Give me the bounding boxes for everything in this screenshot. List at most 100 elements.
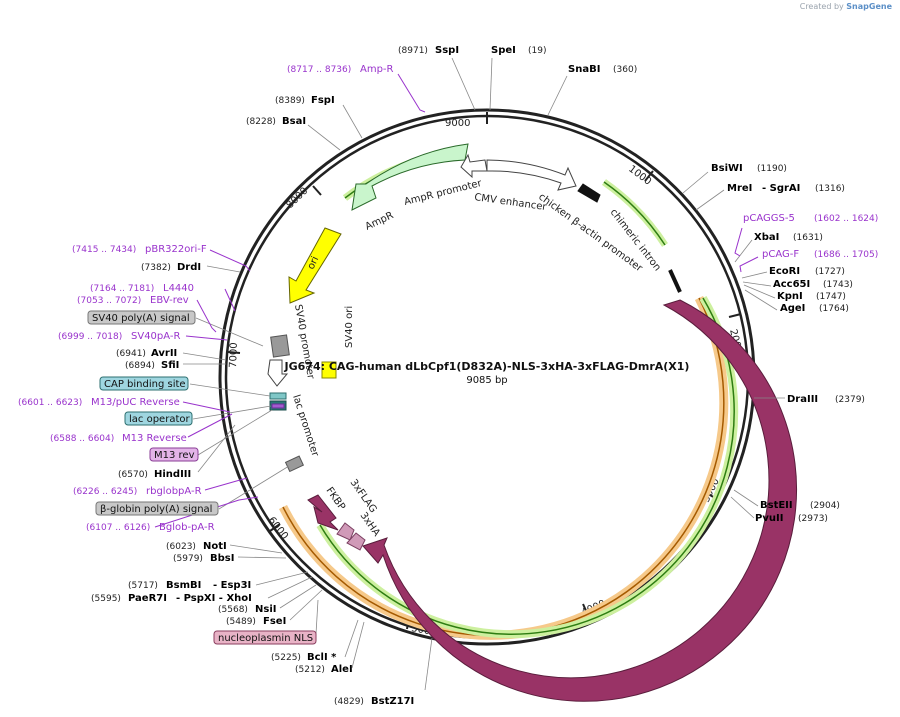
- enzyme-esp3i[interactable]: - Esp3I: [213, 580, 251, 591]
- primer-range-m13r: (6588 .. 6604): [50, 434, 114, 444]
- enzyme-sgrai[interactable]: - SgrAI: [762, 183, 800, 194]
- ori-arrow[interactable]: [288, 227, 342, 304]
- 3xha-arrow[interactable]: [346, 532, 366, 551]
- bglobin-polya-box[interactable]: [284, 455, 305, 473]
- orf-green-arc: [316, 295, 739, 639]
- primer-lines: [154, 73, 759, 528]
- primer-line-rbglob: [204, 477, 248, 491]
- enzyme-pvuii[interactable]: PvuII: [755, 513, 783, 524]
- leader-fspi: [342, 104, 363, 139]
- enzyme-agei[interactable]: AgeI: [780, 303, 805, 314]
- feature-label-3xflag: 3xFLAG: [348, 477, 379, 515]
- enzyme-noti[interactable]: NotI: [203, 541, 227, 552]
- enzyme-avrii[interactable]: AvrII: [151, 348, 177, 359]
- leader-bstz17i: [424, 637, 433, 691]
- primer-sv40pa[interactable]: SV40pA-R: [131, 331, 180, 342]
- primer-pcagf[interactable]: pCAG-F: [762, 249, 799, 260]
- enzyme-pos-paer7i: (5595): [91, 594, 121, 604]
- primer-rbglob[interactable]: rbglobpA-R: [146, 486, 202, 497]
- enzyme-bsmbi[interactable]: BsmBI: [166, 580, 201, 591]
- enzyme-pos-bsiwi: (1190): [757, 164, 787, 174]
- enzyme-mrei[interactable]: MreI: [727, 183, 752, 194]
- plasmid-name: JG674: CAG-human dLbCpf1(D832A)-NLS-3xHA…: [284, 360, 690, 373]
- enzyme-bbsi[interactable]: BbsI: [210, 553, 234, 564]
- enzyme-pos-mrei: (1316): [815, 184, 845, 194]
- enzyme-pos-acc65i: (1743): [823, 280, 853, 290]
- primer-m13puc[interactable]: M13/pUC Reverse: [91, 397, 180, 408]
- cap-binding-box[interactable]: [269, 392, 287, 400]
- enzyme-snabi[interactable]: SnaBI: [568, 64, 600, 75]
- box-nucleoplasmin-nls[interactable]: [213, 630, 317, 645]
- lac-operator-box[interactable]: [271, 403, 285, 409]
- fkbp-arrow[interactable]: [307, 494, 339, 531]
- primer-ampr[interactable]: Amp-R: [360, 64, 394, 75]
- primer-range-bglob: (6107 .. 6126): [86, 523, 150, 533]
- leader-acc65i: [742, 281, 772, 287]
- primer-pcaggs5[interactable]: pCAGGS-5: [743, 213, 795, 224]
- enzyme-pspxi-xhoi[interactable]: - PspXI - XhoI: [176, 593, 252, 604]
- chicken-actin-arrow[interactable]: [577, 183, 601, 203]
- leader-pvuii: [730, 496, 755, 519]
- enzyme-bstz17i[interactable]: BstZ17I: [371, 696, 414, 707]
- leader-m13rev: [197, 409, 273, 456]
- primer-range-m13puc: (6601 .. 6623): [18, 398, 82, 408]
- enzyme-sspi[interactable]: SspI: [435, 45, 459, 56]
- primer-bglob[interactable]: Bglob-pA-R: [159, 522, 215, 533]
- primer-line-pcaggs5: [734, 227, 743, 257]
- sv40-promoter-arrow[interactable]: [267, 359, 289, 387]
- leader-sspi: [451, 57, 476, 111]
- enzyme-pos-fspi: (8389): [275, 96, 305, 106]
- leader-bglobin: [218, 465, 290, 510]
- box-m13-rev[interactable]: [149, 447, 199, 462]
- enzyme-drdi[interactable]: DrdI: [177, 262, 201, 273]
- ampr-arrow[interactable]: [351, 143, 469, 211]
- primer-range-ampr: (8717 .. 8736): [287, 65, 351, 75]
- enzyme-bcli[interactable]: BclI *: [307, 652, 337, 663]
- enzyme-bsiwi[interactable]: BsiWI: [711, 163, 743, 174]
- primer-range-rbglob: (6226 .. 6245): [73, 487, 137, 497]
- enzyme-bsai[interactable]: BsaI: [282, 116, 306, 127]
- enzyme-alei[interactable]: AleI: [331, 664, 353, 675]
- box-lac-operator[interactable]: [124, 411, 193, 426]
- enzyme-xbai[interactable]: XbaI: [754, 232, 779, 243]
- primer-pbr322[interactable]: pBR322ori-F: [145, 244, 207, 255]
- intron-bar: [668, 269, 682, 293]
- enzyme-pos-spei: (19): [528, 46, 546, 56]
- enzyme-kpni[interactable]: KpnI: [777, 291, 803, 302]
- enzyme-acc65i[interactable]: Acc65I: [773, 279, 810, 290]
- enzyme-pos-bstz17i: (4829): [334, 697, 364, 707]
- enzyme-fspi[interactable]: FspI: [311, 95, 335, 106]
- enzyme-sfii[interactable]: SfiI: [161, 360, 179, 371]
- enzyme-ecori[interactable]: EcoRI: [769, 266, 800, 277]
- box-cap-binding[interactable]: [99, 376, 189, 391]
- tick-2000: [728, 313, 742, 318]
- enzyme-bsteii[interactable]: BstEII: [760, 500, 793, 511]
- enzyme-draiii[interactable]: DraIII: [787, 394, 818, 405]
- lbcpf1-arrow[interactable]: [362, 299, 798, 702]
- enzyme-pos-fsei: (5489): [226, 617, 256, 627]
- primer-l4440[interactable]: L4440: [163, 283, 194, 294]
- enzyme-nsii[interactable]: NsiI: [255, 604, 276, 615]
- leader-bcli: [344, 619, 359, 658]
- box-sv40-polya[interactable]: [87, 310, 196, 325]
- sv40-promoter-box[interactable]: [270, 334, 290, 358]
- enzyme-labels-left: (7382) DrdI (6941) AvrII (6894) SfiI (65…: [91, 262, 414, 707]
- enzyme-spei[interactable]: SpeI: [491, 45, 516, 56]
- primer-m13r[interactable]: M13 Reverse: [122, 433, 187, 444]
- cmv-enhancer-arrow[interactable]: [486, 159, 577, 191]
- leader-snabi: [547, 75, 568, 116]
- box-bglobin-polya[interactable]: [95, 501, 219, 516]
- leader-kpni: [743, 284, 776, 299]
- leader-alei: [351, 621, 365, 669]
- enzyme-hindiii[interactable]: HindIII: [154, 469, 191, 480]
- ampr-promoter-arrow[interactable]: [460, 153, 488, 179]
- primer-line-ebv: [196, 299, 217, 333]
- primer-ebv[interactable]: EBV-rev: [150, 295, 189, 306]
- sv40-ori-box[interactable]: [321, 361, 337, 379]
- enzyme-paer7i[interactable]: PaeR7I: [128, 593, 167, 604]
- enzyme-pos-avrii: (6941): [116, 349, 146, 359]
- enzyme-fsei[interactable]: FseI: [263, 616, 286, 627]
- watermark-prefix: Created by: [799, 2, 844, 11]
- enzyme-pos-ecori: (1727): [815, 267, 845, 277]
